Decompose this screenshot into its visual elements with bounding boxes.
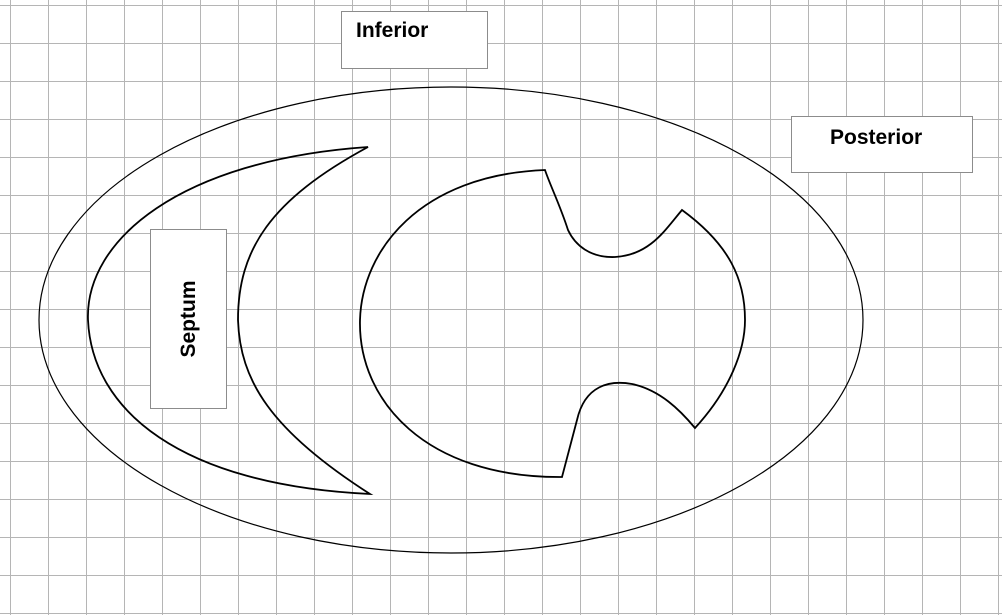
inferior-label: Inferior (341, 11, 488, 69)
central-chamber (360, 170, 745, 477)
posterior-label-text: Posterior (830, 126, 922, 149)
septum-label: Septum (150, 229, 227, 409)
crescent-chamber (88, 147, 370, 494)
posterior-label: Posterior (791, 116, 973, 173)
inferior-label-text: Inferior (356, 19, 428, 42)
septum-label-text: Septum (177, 280, 201, 357)
